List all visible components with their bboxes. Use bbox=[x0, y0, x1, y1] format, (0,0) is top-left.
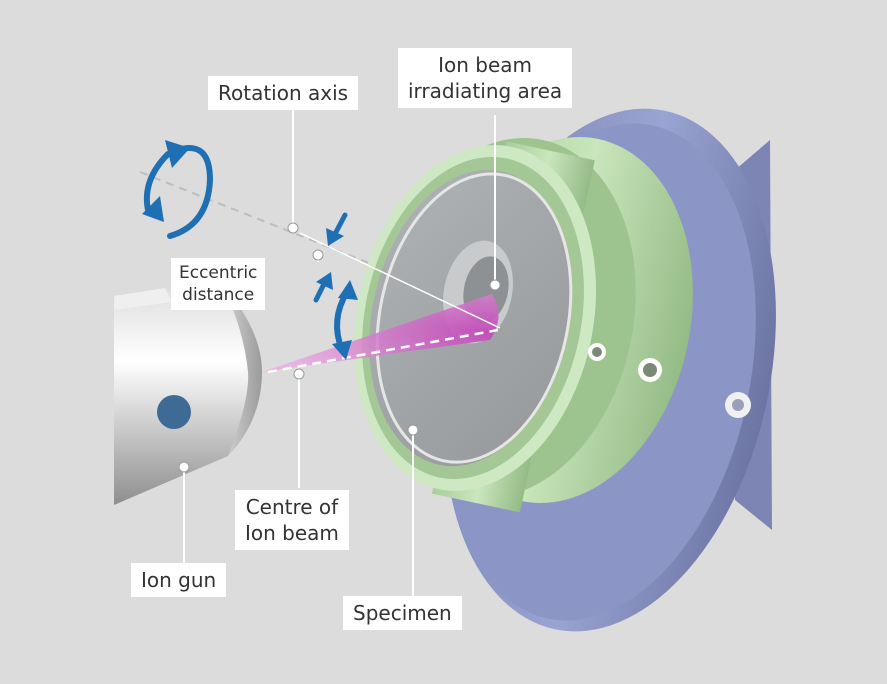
ion-beam-area-label: Ion beam irradiating area bbox=[398, 48, 573, 108]
ion-beam bbox=[262, 294, 499, 372]
rotation-arrow-icon bbox=[143, 145, 214, 239]
leader-lines bbox=[183, 110, 496, 598]
ion-gun-body bbox=[114, 284, 262, 505]
gun-port bbox=[157, 395, 191, 429]
specimen-label: Specimen bbox=[343, 596, 462, 630]
eccentric-guide-line bbox=[299, 232, 501, 329]
eccentric-arrow-icon bbox=[313, 212, 348, 303]
ion-gun-label: Ion gun bbox=[131, 563, 227, 597]
eccentric-distance-label: Eccentric distance bbox=[171, 258, 266, 310]
rotation-axis-label: Rotation axis bbox=[208, 76, 359, 110]
tilt-arrow-icon bbox=[332, 280, 358, 360]
centre-of-ion-beam-label: Centre of Ion beam bbox=[235, 490, 349, 550]
beam-centre-line bbox=[267, 328, 499, 374]
leader-dots bbox=[178, 222, 501, 473]
